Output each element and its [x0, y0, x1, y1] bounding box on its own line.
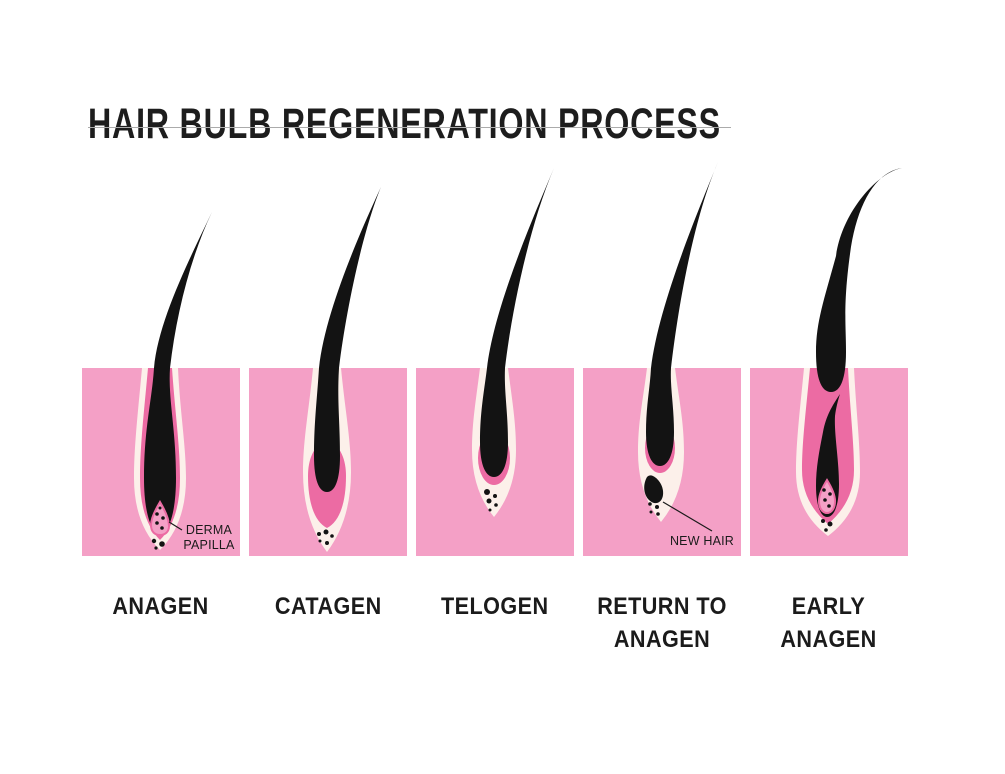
derma-papilla-label-line2: PAPILLA	[183, 538, 235, 552]
stage-label-telogen: TELOGEN	[441, 590, 549, 623]
stage-label-early-anagen: EARLY ANAGEN	[781, 590, 877, 656]
cell-dot	[649, 510, 653, 514]
cell-dot	[488, 508, 492, 512]
stage-label-return-to-anagen: RETURN TO ANAGEN	[597, 590, 727, 656]
stage-anagen: DERMA PAPILLA ANAGEN	[82, 160, 240, 656]
derma-papilla	[817, 478, 837, 515]
bulb-base-cell-dots	[151, 538, 165, 550]
papilla-cell-dots	[155, 506, 165, 530]
stage-return-to-anagen: NEW HAIR RETURN TO ANAGEN	[583, 160, 741, 656]
stage-label-line: ANAGEN	[780, 626, 878, 653]
cell-dot	[822, 488, 826, 492]
hair-bulb-diagram: DERMA PAPILLA ANAGEN CATAGEN	[82, 160, 908, 656]
club-hair-shaft	[646, 162, 718, 466]
cell-dot	[317, 532, 321, 536]
cell-dot	[493, 494, 497, 498]
cell-dot	[655, 505, 659, 509]
cell-dot	[330, 534, 334, 538]
cell-dot	[155, 521, 159, 525]
cell-dot	[494, 503, 498, 507]
bulb-base-cell-dots	[821, 519, 833, 532]
stage-label-line: EARLY	[792, 593, 866, 620]
stage-label-line: CATAGEN	[274, 593, 382, 620]
stage-catagen: CATAGEN	[249, 160, 407, 656]
stage-label-line: ANAGEN	[613, 626, 711, 653]
derma-papilla-pointer-line	[168, 521, 183, 531]
stage-label-line: ANAGEN	[112, 593, 210, 620]
title-divider	[88, 127, 731, 128]
cell-dot	[824, 528, 828, 532]
club-hair-shaft	[480, 168, 554, 477]
new-hair-pointer-line	[662, 501, 713, 532]
cell-dot	[318, 539, 322, 543]
papilla-cell-dots	[822, 488, 832, 508]
cell-dot	[158, 506, 162, 510]
shedding-club-hair	[816, 168, 902, 392]
cell-dot	[821, 519, 825, 523]
new-hair-cell-dots	[648, 502, 660, 516]
derma-papilla	[149, 500, 171, 537]
cell-dot	[160, 526, 164, 530]
cell-dot	[486, 498, 492, 504]
bulb-base-cell-dots	[484, 489, 498, 512]
cell-dot	[161, 516, 165, 520]
cell-dot	[154, 546, 158, 550]
stage-label-line: TELOGEN	[441, 593, 549, 620]
return-to-anagen-illustration: NEW HAIR	[583, 162, 741, 556]
cell-dot	[648, 502, 652, 506]
cell-dot	[827, 504, 831, 508]
catagen-illustration	[249, 187, 407, 556]
derma-papilla-label-line1: DERMA	[186, 523, 233, 537]
stage-label-catagen: CATAGEN	[275, 590, 382, 623]
cell-dot	[827, 521, 833, 527]
cell-dot	[656, 512, 660, 516]
page-title: HAIR BULB REGENERATION PROCESS	[88, 99, 721, 148]
stage-label-line: RETURN TO	[597, 593, 727, 620]
cell-dot	[323, 529, 329, 535]
cell-dot	[159, 541, 165, 547]
new-growing-hair	[816, 394, 840, 517]
cell-dot	[325, 541, 329, 545]
hair-shaft	[314, 187, 381, 492]
stage-telogen: TELOGEN	[416, 160, 574, 656]
telogen-illustration	[416, 168, 574, 556]
stage-label-anagen: ANAGEN	[113, 590, 209, 623]
anagen-illustration: DERMA PAPILLA	[82, 212, 240, 556]
hair-shaft	[144, 212, 212, 534]
cell-dot	[828, 492, 832, 496]
early-anagen-illustration	[750, 168, 908, 556]
new-hair-label: NEW HAIR	[670, 534, 734, 548]
cell-dot	[823, 498, 827, 502]
bulb-base-cell-dots	[317, 529, 334, 545]
cell-dot	[484, 489, 490, 495]
cell-dot	[155, 512, 159, 516]
new-hair-bud	[644, 475, 664, 504]
cell-dot	[151, 538, 157, 544]
stage-early-anagen: EARLY ANAGEN	[750, 160, 908, 656]
